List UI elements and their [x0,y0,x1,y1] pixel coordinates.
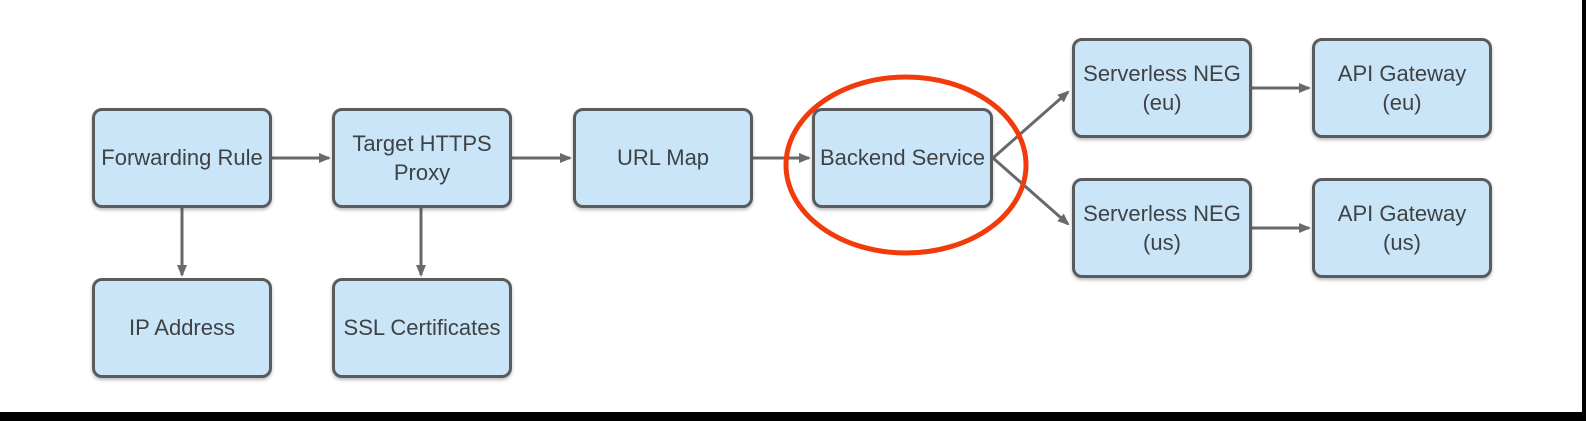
node-ip-address-label: IP Address [129,315,235,341]
window-border-right [1582,0,1586,421]
node-backend-service: Backend Service [812,108,993,208]
node-serverless-neg-us-label: Serverless NEG (us) [1083,200,1241,255]
node-api-gateway-us-label: API Gateway (us) [1337,200,1467,255]
node-api-gateway-eu-label: API Gateway (eu) [1337,60,1467,115]
edge-backend-service-to-serverless-neg-eu [992,90,1070,160]
node-serverless-neg-eu-label: Serverless NEG (eu) [1083,60,1241,115]
node-serverless-neg-us: Serverless NEG (us) [1072,178,1252,278]
node-forwarding-rule-label: Forwarding Rule [101,145,263,171]
node-forwarding-rule: Forwarding Rule [92,108,272,208]
node-ssl-certificates-label: SSL Certificates [343,315,501,341]
node-ssl-certificates: SSL Certificates [332,278,512,378]
node-backend-service-label: Backend Service [819,145,986,171]
node-ip-address: IP Address [92,278,272,378]
edge-backend-service-to-serverless-neg-us [992,156,1070,226]
node-api-gateway-us: API Gateway (us) [1312,178,1492,278]
node-url-map-label: URL Map [616,145,710,171]
highlight-ellipse [783,74,1029,256]
node-target-https-proxy: Target HTTPS Proxy [332,108,512,208]
node-url-map: URL Map [573,108,753,208]
node-serverless-neg-eu: Serverless NEG (eu) [1072,38,1252,138]
window-border-bottom [0,412,1586,421]
node-api-gateway-eu: API Gateway (eu) [1312,38,1492,138]
node-target-https-proxy-label: Target HTTPS Proxy [352,130,492,185]
